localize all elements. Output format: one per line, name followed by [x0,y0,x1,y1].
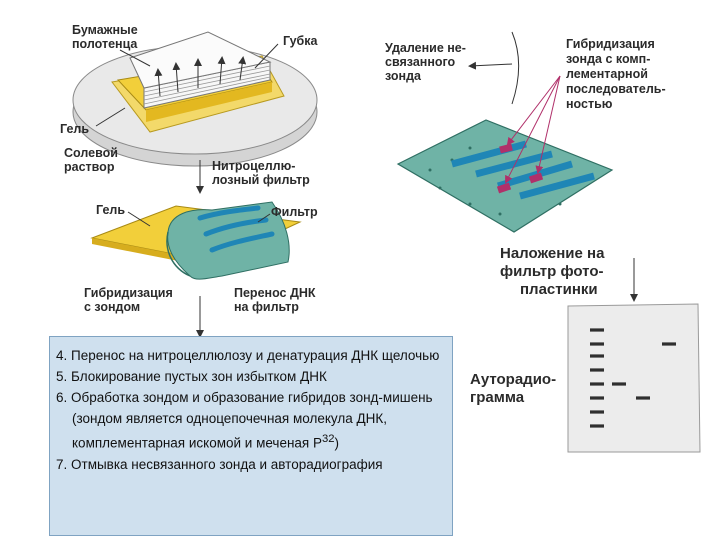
leader-gel [95,107,126,127]
unbound-probe-arrow [511,31,520,105]
transfer-apparatus [72,31,318,194]
film-bands [590,328,676,428]
hybridized-filter [396,31,638,302]
label-sponge: Губка [283,34,319,48]
filter-curl [166,231,191,277]
step-5: 5. Блокирование пустых зон избытком ДНК [56,369,327,384]
dot-pattern [428,146,588,216]
filter-plane [396,119,614,233]
gel-filter-peel [90,201,302,338]
leader-sponge [254,43,279,69]
unbound-probe-pointer [468,61,513,70]
label-gel-mid: Гель [96,203,125,217]
leader-gel-mid [127,211,151,227]
step-6-text: 6. Обработка зондом и образование гибрид… [56,390,433,451]
step-6-superscript: 32 [322,433,335,445]
step-4: 4. Перенос на нитроцеллюлозу и денатурац… [56,348,440,363]
label-filter: Фильтр [271,205,318,219]
steps-box: 4. Перенос на нитроцеллюлозу и денатурац… [49,336,453,536]
autoradiogram-film [567,303,701,453]
label-autoradiogram: Ауторадио-грамма [470,371,556,406]
label-nitrocellulose-filter: Нитроцеллю-лозный фильтр [212,159,310,187]
leader-towels [119,49,151,67]
leader-filter [257,213,271,223]
gel-side [146,82,272,122]
step-7: 7. Отмывка несвязанного зонда и авторади… [56,456,383,472]
filter-bands [197,205,275,253]
step-6-tail: ) [334,435,340,451]
step-6: 6. Обработка зондом и образование гибрид… [56,387,446,454]
flow-arrows [154,56,247,97]
paper-stack-edges [143,65,271,105]
film-sheet [567,303,701,453]
label-gel-top: Гель [60,122,89,136]
hybrid-pointers [505,75,561,184]
hybrid-marks [496,143,544,194]
